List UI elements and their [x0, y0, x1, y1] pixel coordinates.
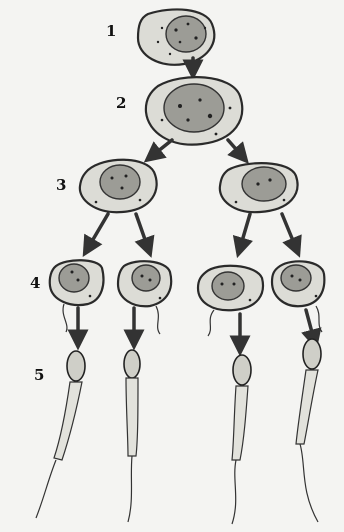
stage-label-3: 3 [56, 176, 66, 194]
spermatid-1 [50, 260, 104, 305]
arrow-3-4-a [88, 214, 108, 248]
arrow-3-4-b [136, 214, 148, 248]
spermatogonium-cell [138, 9, 214, 64]
arrow-3-4-c [240, 214, 250, 248]
arrow-2-3-right [228, 140, 242, 156]
arrow-2-3-left [152, 140, 172, 156]
spermatid-2 [118, 261, 171, 306]
spermatid-1-tail [63, 304, 67, 332]
spermatid-3 [198, 266, 263, 311]
stage-label-2: 2 [116, 94, 126, 112]
arrow-3-4-d [282, 214, 296, 248]
secondary-spermatocyte-right [220, 163, 298, 212]
sperm-2 [124, 350, 140, 522]
spermatid-3-tail [208, 310, 214, 336]
stage-label-1: 1 [106, 22, 116, 40]
arrow-4-5-d [306, 310, 314, 340]
spermatid-2-tail [156, 306, 160, 334]
primary-spermatocyte-cell [146, 77, 242, 144]
secondary-spermatocyte-left [80, 160, 157, 212]
stage-label-5: 5 [34, 366, 44, 384]
stage-label-4: 4 [30, 274, 40, 292]
spermatid-4 [272, 261, 324, 306]
sperm-4 [296, 339, 321, 522]
sperm-3 [232, 355, 251, 524]
spermatid-4-tail [316, 306, 322, 332]
